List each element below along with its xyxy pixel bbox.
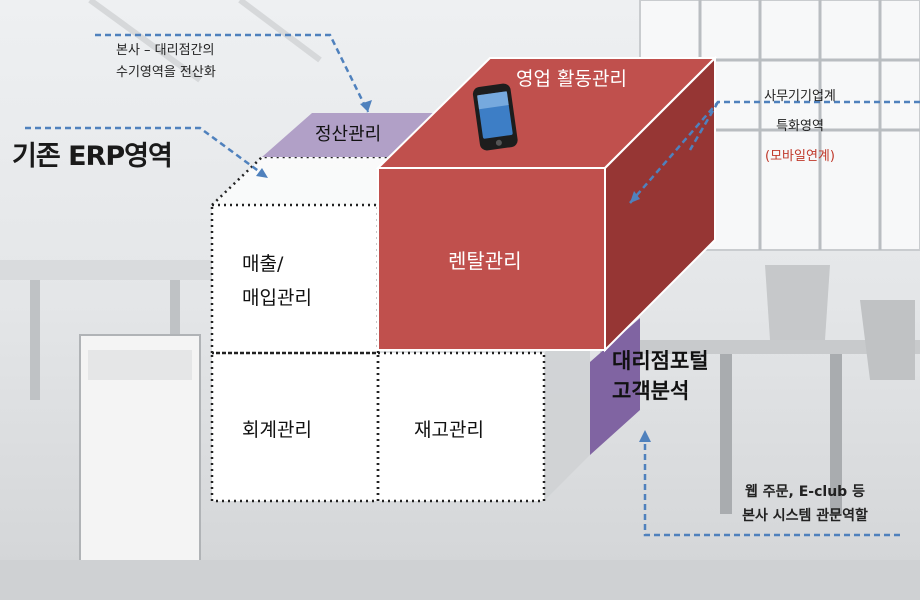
settlement-band	[262, 113, 440, 157]
web-note: 웹 주문, E-club 등 본사 시스템 관문역할	[710, 480, 900, 528]
hq-note-line1: 본사 – 대리점간의	[116, 43, 215, 58]
arrow-web	[643, 440, 900, 537]
sales-purchase-label: 매출/ 매입관리	[242, 247, 312, 315]
portal-line1: 대리점포털	[612, 349, 709, 373]
sales-activity-label: 영업 활동관리	[516, 68, 627, 90]
arrowhead-erp	[256, 168, 268, 178]
cell-sales-purchase	[212, 205, 378, 353]
arrowhead-web	[639, 430, 651, 442]
rental-label: 렌탈관리	[448, 249, 522, 273]
portal-label: 대리점포털 고객분석	[612, 346, 709, 406]
accounting-label: 회계관리	[242, 419, 312, 441]
web-note-line1: 웹 주문, E-club 등	[745, 484, 865, 500]
hq-note: 본사 – 대리점간의 수기영역을 전산화	[116, 40, 216, 84]
settlement-label: 정산관리	[315, 124, 382, 145]
web-note-line2: 본사 시스템 관문역할	[742, 508, 868, 524]
arrow-hq	[95, 33, 370, 113]
rental-cube-front	[378, 168, 605, 350]
inventory-label: 재고관리	[414, 419, 484, 441]
arrowhead-office	[630, 191, 640, 203]
office-note-line2: 특화영역	[776, 119, 824, 134]
arrowhead-hq	[360, 100, 372, 112]
portal-line2: 고객분석	[612, 379, 690, 403]
cell-accounting	[212, 353, 378, 501]
sales-purchase-line2: 매입관리	[242, 287, 312, 309]
office-note-line1: 사무기기업계	[764, 89, 836, 104]
office-note-line3: (모바일연계)	[765, 149, 835, 164]
sales-purchase-line1: 매출/	[242, 253, 284, 275]
arrow-erp	[25, 126, 269, 180]
cell-inventory	[378, 353, 544, 501]
existing-erp-label: 기존 ERP영역	[12, 141, 173, 172]
erp-box-right-face	[545, 310, 590, 500]
smartphone-icon	[472, 83, 518, 151]
hq-note-line2: 수기영역을 전산화	[116, 65, 216, 80]
rental-cube-right	[605, 58, 715, 350]
portal-band	[590, 318, 640, 455]
office-note: 사무기기업계 특화영역 (모바일연계)	[730, 82, 870, 172]
